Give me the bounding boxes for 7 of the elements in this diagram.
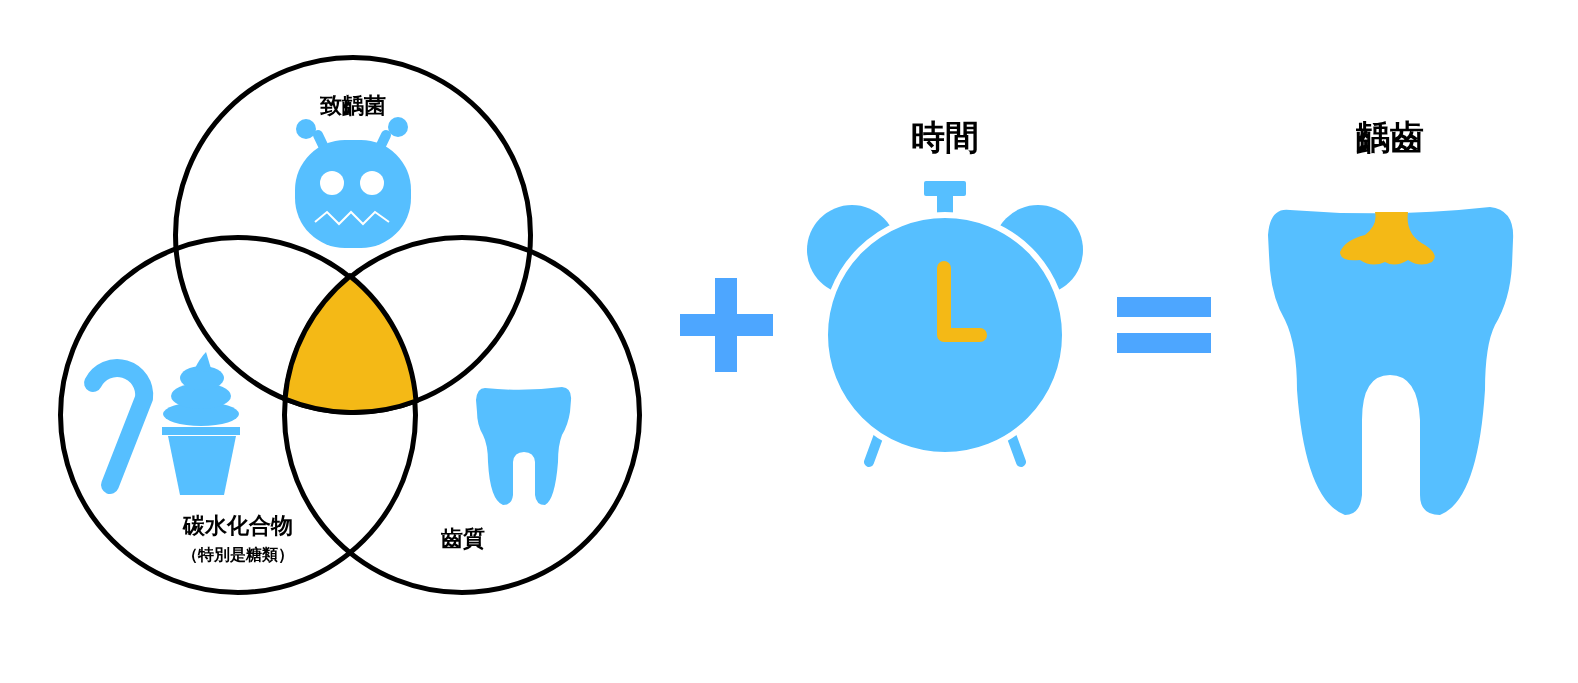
circle-label: 碳水化合物 [183, 511, 293, 540]
overlap-region [282, 273, 419, 416]
heading-label: 時間 [911, 115, 979, 159]
circle-label: 致齲菌 [320, 91, 386, 120]
circle-sublabel: （特別是糖類） [182, 544, 294, 566]
heading-label: 齲齒 [1356, 115, 1424, 159]
circle-label: 齒質 [441, 524, 485, 553]
